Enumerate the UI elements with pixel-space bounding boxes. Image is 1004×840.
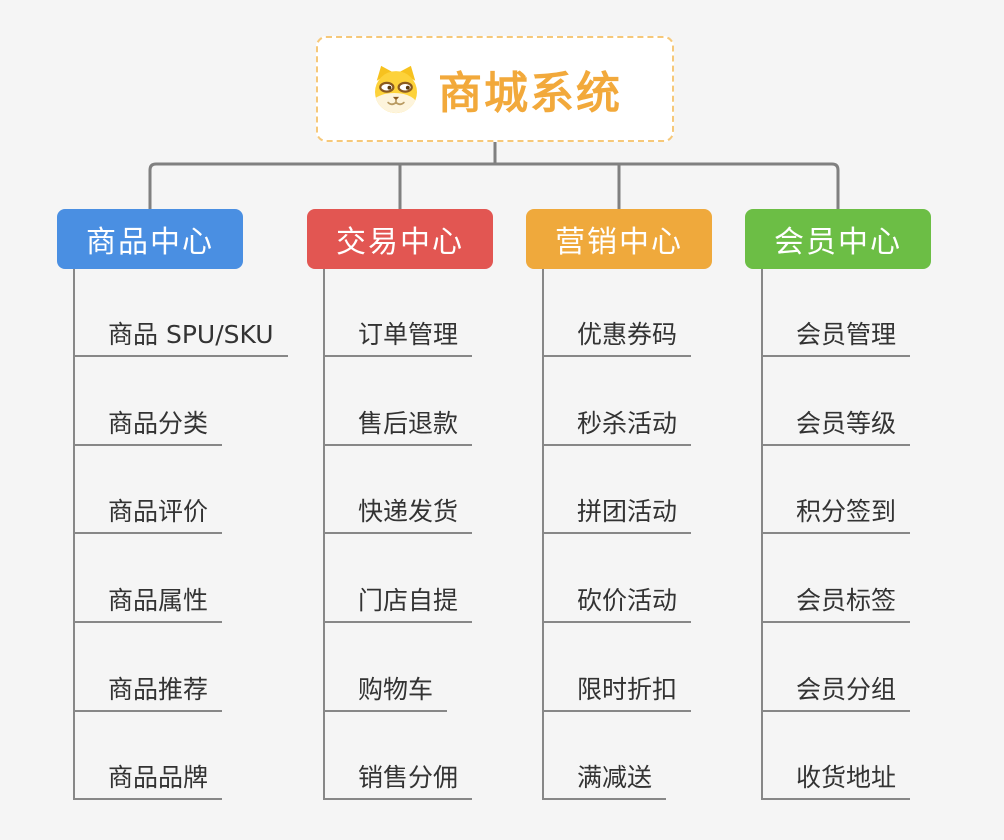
leaf-label: 拼团活动 xyxy=(577,497,678,526)
leaf-node[interactable]: 会员管理 xyxy=(762,319,911,357)
leaf-node[interactable]: 快递发货 xyxy=(324,496,473,534)
leaf-node[interactable]: 商品 SPU/SKU xyxy=(74,319,288,357)
root-title: 商城系统 xyxy=(438,68,622,119)
leaf-node[interactable]: 限时折扣 xyxy=(543,674,692,712)
leaf-node[interactable]: 积分签到 xyxy=(762,496,911,534)
branch-label: 商品中心 xyxy=(86,225,214,260)
leaf-node[interactable]: 订单管理 xyxy=(324,319,473,357)
branch-node-product-center[interactable]: 商品中心 xyxy=(57,209,243,269)
leaf-label: 商品属性 xyxy=(108,586,209,615)
leaf-label: 会员标签 xyxy=(796,586,897,615)
leaf-label: 购物车 xyxy=(358,675,434,704)
leaf-label: 商品评价 xyxy=(108,497,209,526)
leaf-label: 快递发货 xyxy=(358,497,459,526)
leaf-label: 会员管理 xyxy=(796,320,897,349)
leaf-node[interactable]: 满减送 xyxy=(543,762,667,800)
leaf-label: 秒杀活动 xyxy=(577,409,678,438)
leaf-label: 会员等级 xyxy=(796,409,897,438)
leaf-node[interactable]: 拼团活动 xyxy=(543,496,692,534)
leaf-node[interactable]: 优惠券码 xyxy=(543,319,692,357)
branch-node-trade-center[interactable]: 交易中心 xyxy=(307,209,493,269)
leaf-node[interactable]: 会员分组 xyxy=(762,674,911,712)
branch-label: 会员中心 xyxy=(774,225,902,260)
leaf-node[interactable]: 售后退款 xyxy=(324,408,473,446)
leaf-label: 销售分佣 xyxy=(358,763,459,792)
branch-node-member-center[interactable]: 会员中心 xyxy=(745,209,931,269)
leaf-label: 收货地址 xyxy=(796,763,897,792)
leaf-label: 限时折扣 xyxy=(577,675,678,704)
leaf-node[interactable]: 砍价活动 xyxy=(543,585,692,623)
leaf-label: 优惠券码 xyxy=(577,320,678,349)
branch-label: 营销中心 xyxy=(555,225,683,260)
leaf-node[interactable]: 商品推荐 xyxy=(74,674,223,712)
leaf-label: 商品品牌 xyxy=(108,763,209,792)
leaf-label: 订单管理 xyxy=(358,320,459,349)
branch-label: 交易中心 xyxy=(336,225,464,260)
root-node[interactable]: 商城系统 xyxy=(316,36,674,142)
branch-node-marketing-center[interactable]: 营销中心 xyxy=(526,209,712,269)
leaf-label: 商品 SPU/SKU xyxy=(108,320,274,349)
leaf-label: 门店自提 xyxy=(358,586,459,615)
leaf-label: 砍价活动 xyxy=(577,586,678,615)
leaf-node[interactable]: 商品属性 xyxy=(74,585,223,623)
leaf-node[interactable]: 收货地址 xyxy=(762,762,911,800)
leaf-node[interactable]: 会员标签 xyxy=(762,585,911,623)
leaf-node[interactable]: 商品分类 xyxy=(74,408,223,446)
dog-icon xyxy=(368,64,424,114)
leaf-label: 积分签到 xyxy=(796,497,897,526)
leaf-node[interactable]: 门店自提 xyxy=(324,585,473,623)
leaf-label: 商品推荐 xyxy=(108,675,209,704)
leaf-node[interactable]: 商品评价 xyxy=(74,496,223,534)
leaf-label: 商品分类 xyxy=(108,409,209,438)
leaf-node[interactable]: 会员等级 xyxy=(762,408,911,446)
leaf-node[interactable]: 秒杀活动 xyxy=(543,408,692,446)
leaf-label: 会员分组 xyxy=(796,675,897,704)
leaf-label: 售后退款 xyxy=(358,409,459,438)
leaf-node[interactable]: 销售分佣 xyxy=(324,762,473,800)
leaf-node[interactable]: 商品品牌 xyxy=(74,762,223,800)
leaf-label: 满减送 xyxy=(577,763,653,792)
leaf-node[interactable]: 购物车 xyxy=(324,674,448,712)
